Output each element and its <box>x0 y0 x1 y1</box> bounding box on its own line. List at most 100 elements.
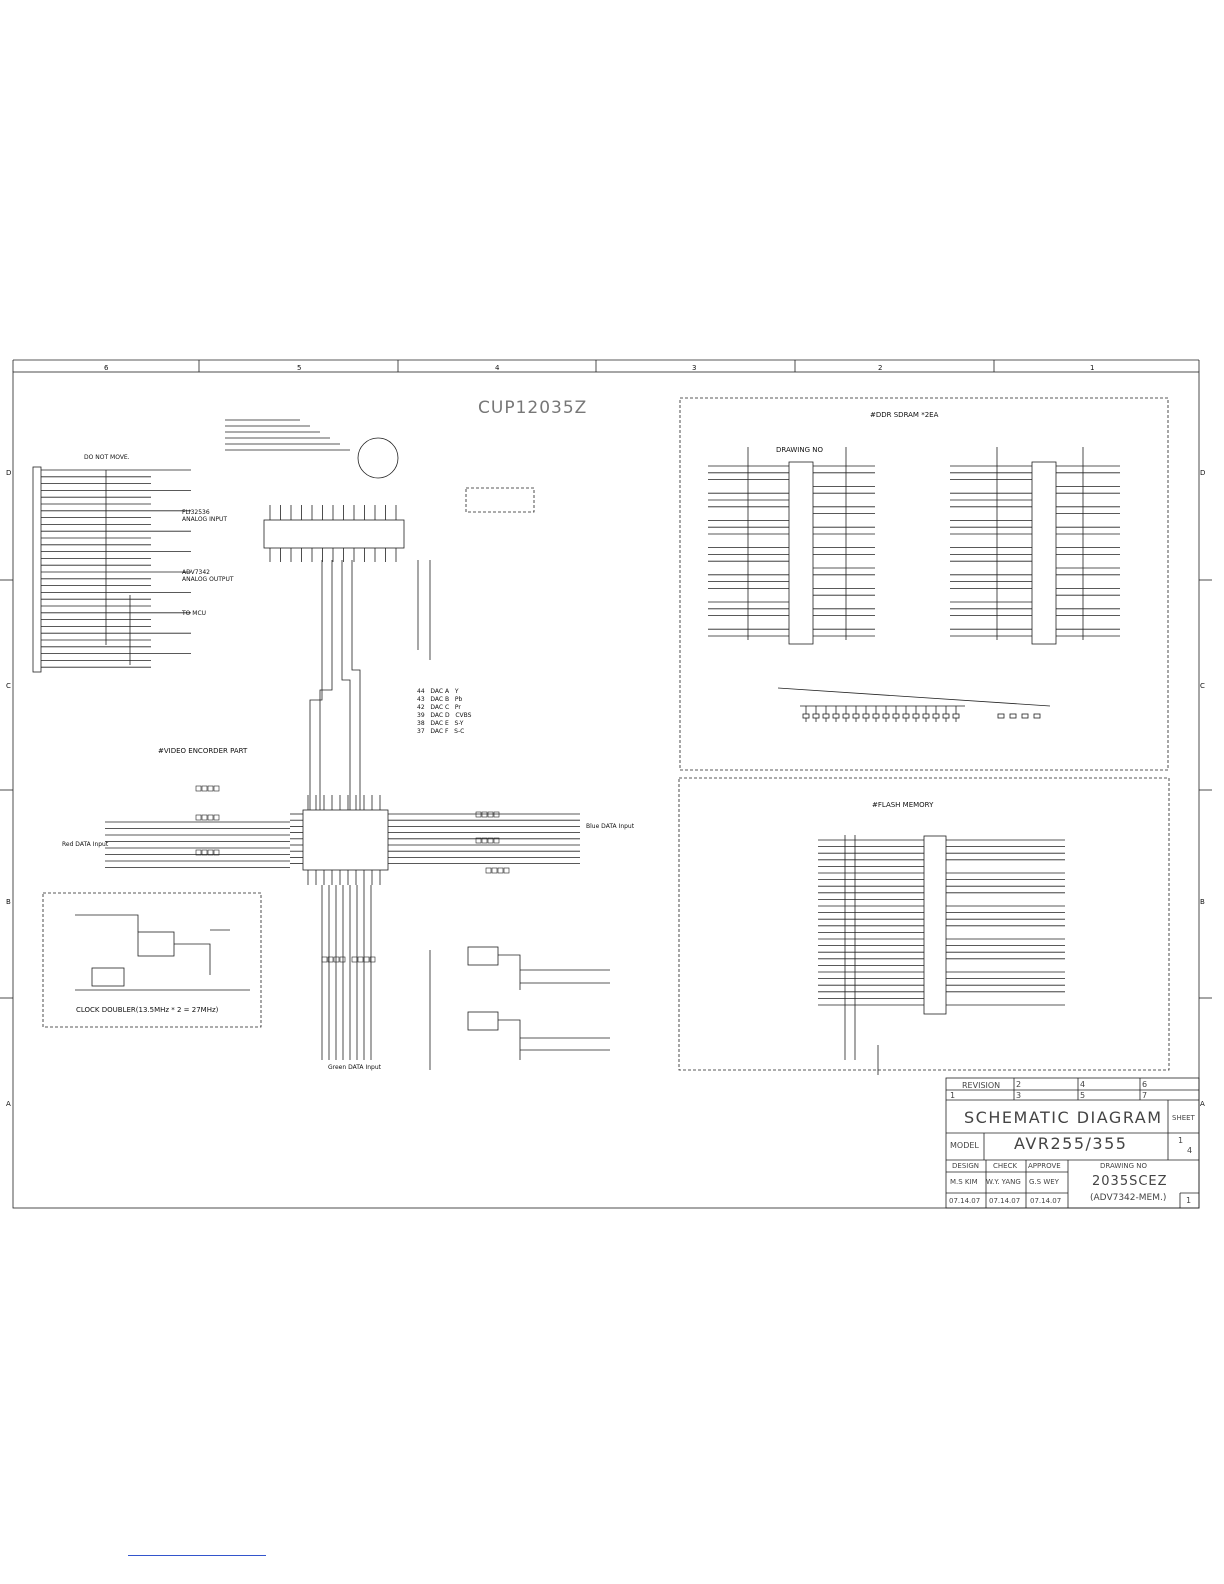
footer-rule <box>128 1555 266 1556</box>
resistor-pad <box>487 837 494 844</box>
resistor-pad <box>201 785 208 792</box>
capacitor <box>1033 713 1041 719</box>
analog-input-label-2: ANALOG INPUT <box>182 516 228 523</box>
resistor-pad <box>213 785 220 792</box>
capacitor <box>1009 713 1017 719</box>
resistor-pad <box>481 837 488 844</box>
design-date: 07.14.07 <box>949 1197 981 1205</box>
resistor-pad <box>491 867 498 874</box>
red-data-note: Red DATA Input <box>62 841 109 848</box>
resistor-pad <box>369 956 376 963</box>
analog-input-label-1: FLI32536 <box>182 509 210 516</box>
dac-row: 43 DAC B Pb <box>417 696 463 703</box>
zone-c-left: C <box>6 682 11 690</box>
drawing-number: 2035SCEZ <box>1092 1174 1168 1189</box>
resistor-pad <box>475 837 482 844</box>
dac-row: 42 DAC C Pr <box>417 704 461 711</box>
flash-section-title: #FLASH MEMORY <box>872 801 934 809</box>
capacitor <box>832 713 840 719</box>
resistor-pad <box>213 814 220 821</box>
capacitor <box>862 713 870 719</box>
resistor-pad <box>207 785 214 792</box>
capacitor <box>842 713 850 719</box>
model-value: AVR255/355 <box>1014 1134 1128 1153</box>
sheet-total: 4 <box>1187 1146 1193 1155</box>
resistor-pad <box>213 849 220 856</box>
page-number: 1 <box>1186 1196 1192 1205</box>
ddr-drawing-no: DRAWING NO <box>776 446 823 454</box>
zone-3: 3 <box>692 364 697 372</box>
capacitor <box>872 713 880 719</box>
check-date: 07.14.07 <box>989 1197 1021 1205</box>
dac-row: 39 DAC D CVBS <box>417 712 472 719</box>
clock-box <box>42 892 262 1028</box>
approve-date: 07.14.07 <box>1030 1197 1062 1205</box>
zone-b-right: B <box>1200 898 1205 906</box>
zone-5: 5 <box>297 364 302 372</box>
check-label: CHECK <box>993 1162 1018 1170</box>
resistor-pad <box>487 811 494 818</box>
resistor-pad <box>503 867 510 874</box>
flash-box <box>678 777 1170 1071</box>
zone-a-left: A <box>6 1100 11 1108</box>
resistor-pad <box>481 811 488 818</box>
resistor-pad <box>351 956 358 963</box>
ddr-section-title: #DDR SDRAM *2EA <box>870 411 939 419</box>
resistor-pad <box>493 837 500 844</box>
sheet-number: 1 <box>1178 1136 1184 1145</box>
resistor-pad <box>339 956 346 963</box>
capacitor <box>822 713 830 719</box>
resistor-pad <box>327 956 334 963</box>
drawing-frame <box>12 371 1200 1209</box>
drawing-no-label: DRAWING NO <box>1100 1162 1147 1170</box>
capacitor <box>902 713 910 719</box>
zone-a-right: A <box>1200 1100 1205 1108</box>
zone-d-left: D <box>6 469 12 477</box>
resistor-pad <box>485 867 492 874</box>
resistor-pad <box>363 956 370 963</box>
resistor-pad <box>201 849 208 856</box>
dac-row: 37 DAC F S-C <box>417 728 465 735</box>
resistor-pad <box>195 814 202 821</box>
zone-4: 4 <box>495 364 500 372</box>
do-not-move-note: DO NOT MOVE. <box>84 454 130 461</box>
zone-2: 2 <box>878 364 883 372</box>
zone-b-left: B <box>6 898 11 906</box>
dac-row: 38 DAC E S-Y <box>417 720 464 727</box>
capacitor <box>802 713 810 719</box>
resistor-pad <box>195 785 202 792</box>
rev-cell: 3 <box>1016 1091 1022 1100</box>
resistor-pad <box>195 849 202 856</box>
capacitor <box>912 713 920 719</box>
capacitor <box>942 713 950 719</box>
resistor-pad <box>493 811 500 818</box>
schematic-title: SCHEMATIC DIAGRAM <box>964 1108 1163 1127</box>
sheet-label: SHEET <box>1172 1114 1195 1122</box>
resistor-pad <box>207 849 214 856</box>
capacitor <box>852 713 860 719</box>
zone-1: 1 <box>1090 364 1095 372</box>
resistor-pad <box>333 956 340 963</box>
doc-number: CUP12035Z <box>478 398 588 418</box>
approve-label: APPROVE <box>1028 1162 1061 1170</box>
resistor-pad <box>497 867 504 874</box>
title-block-frame <box>945 1077 1200 1209</box>
resistor-pad <box>321 956 328 963</box>
capacitor <box>922 713 930 719</box>
capacitor <box>882 713 890 719</box>
zone-6: 6 <box>104 364 109 372</box>
dac-row: 44 DAC A Y <box>417 688 459 695</box>
model-label: MODEL <box>950 1141 979 1150</box>
rev-cell: 4 <box>1080 1080 1086 1089</box>
approve-name: G.S WEY <box>1029 1178 1059 1186</box>
capacitor <box>812 713 820 719</box>
check-name: W.Y. YANG <box>986 1178 1021 1186</box>
drawing-subtitle: (ADV7342-MEM.) <box>1090 1193 1167 1203</box>
clock-section-title: CLOCK DOUBLER(13.5MHz * 2 = 27MHz) <box>76 1006 219 1014</box>
resistor-pad <box>357 956 364 963</box>
capacitor <box>1021 713 1029 719</box>
design-name: M.S KIM <box>950 1178 978 1186</box>
to-mcu-label: TO MCU <box>182 610 207 617</box>
resistor-pad <box>207 814 214 821</box>
video-section-title: #VIDEO ENCORDER PART <box>158 747 248 755</box>
